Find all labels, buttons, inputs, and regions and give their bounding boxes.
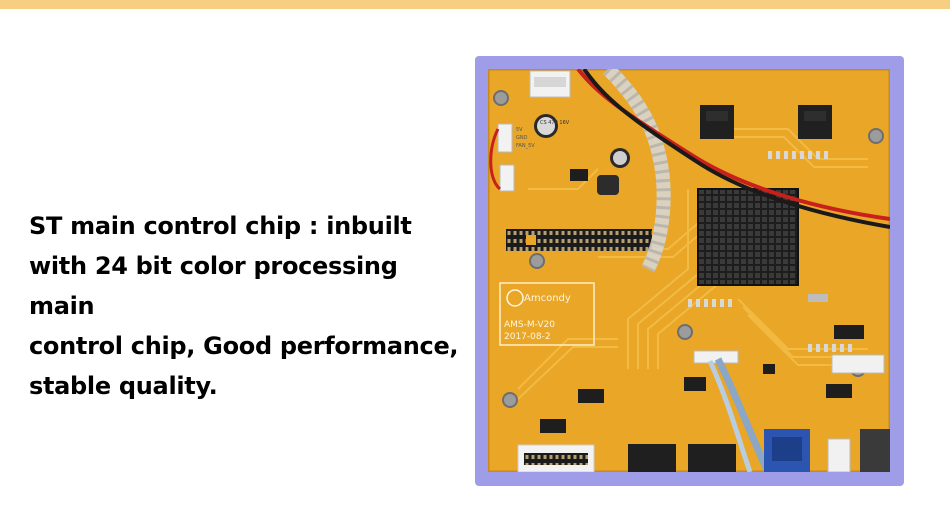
capacitor-label: CS 470 16V bbox=[540, 120, 570, 126]
description-line-1: ST main control chip : inbuilt bbox=[29, 212, 412, 240]
board-date-text: 2017-08-2 bbox=[504, 332, 551, 342]
description-line-3: control chip, Good performance, bbox=[29, 332, 459, 360]
top-accent-bar bbox=[0, 0, 950, 9]
board-model-text: AMS-M-V20 bbox=[504, 320, 555, 330]
board-logo-text: Amcondy bbox=[524, 293, 571, 304]
description-line-4: stable quality. bbox=[29, 372, 218, 400]
description-text: ST main control chip : inbuilt with 24 b… bbox=[29, 206, 459, 406]
pin-label-5v: 5V bbox=[516, 127, 523, 133]
pin-label-fan: FAN_5V bbox=[516, 143, 535, 149]
description-line-2: with 24 bit color processing main bbox=[29, 252, 398, 320]
circuit-board-photo: CS 470 16V 5V GND FAN_5V bbox=[488, 69, 890, 472]
pin-label-gnd: GND bbox=[516, 135, 528, 141]
